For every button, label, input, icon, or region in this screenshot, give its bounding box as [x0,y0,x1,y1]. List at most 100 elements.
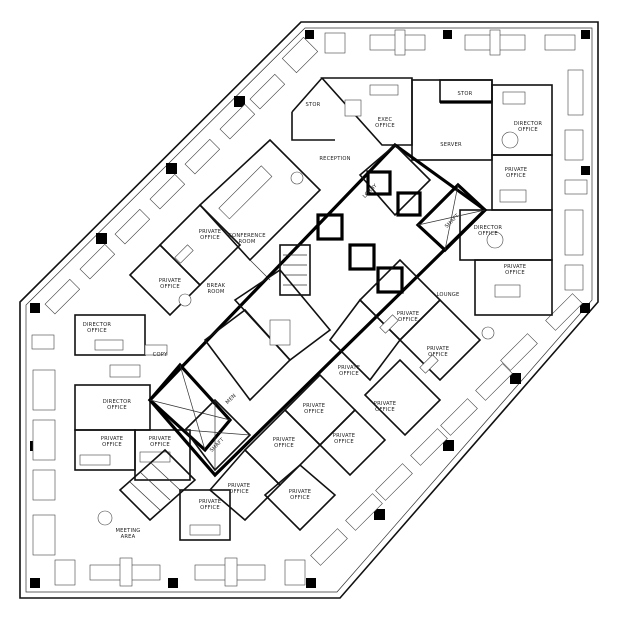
column [168,578,178,588]
desk [174,244,194,264]
center-right-offices [328,258,482,437]
left-upper-rooms [128,138,322,317]
column [30,303,40,313]
workstation [564,264,584,291]
workstation [44,278,81,315]
workstation [500,333,538,371]
workstations-left [31,334,56,556]
column [443,30,452,39]
workstation [564,179,588,195]
label-lobby: LOBBY [362,182,379,199]
desk [494,284,521,298]
workstation [345,493,383,531]
structural-columns [30,30,590,588]
workstation [32,419,56,461]
workstations-upper-left-diagonal [44,36,319,315]
workstation [564,209,584,256]
workstation [224,557,238,587]
copier [144,344,168,356]
private-office-c3-room [328,298,402,382]
private-office-b-room [128,243,202,317]
desk [79,454,111,466]
private-office-c1-room [358,258,442,342]
label-stor-left: STOR [306,102,321,108]
label-reception: RECEPTION [319,156,350,162]
reception-seat [290,171,304,185]
workstation [310,528,348,566]
workstation [79,243,116,280]
workstation [475,363,513,401]
label-men: MEN [225,393,238,406]
workstation [54,559,76,586]
stor-left-wall [291,112,335,141]
desk [94,339,124,351]
private-office-c8-room [208,448,282,522]
workstation [32,514,56,556]
workstation [545,293,583,331]
label-shaft-bottom: SHAFT [209,436,226,453]
workstation [284,559,306,586]
label-copy: COPY [153,352,168,358]
elevator [348,243,376,271]
center-bottom-offices [97,171,495,541]
workstation [32,369,56,411]
column [305,30,314,39]
shaft-x [149,399,231,421]
shaft-x [444,184,459,251]
meeting-table [97,510,113,526]
stair-tread [129,481,161,511]
column [234,96,245,107]
private-office-c10-room [179,489,231,541]
left-interior-offices [74,314,191,481]
workstation [375,463,413,501]
workstation [394,29,406,56]
building-envelope [19,21,599,599]
workstation [489,29,501,56]
desk [109,364,141,378]
column [166,163,177,174]
table [344,99,362,117]
column [30,578,40,588]
building-core [118,142,488,522]
column [581,166,590,175]
round-table [501,131,519,149]
workstation [149,173,186,210]
workstation [32,469,56,501]
restroom-men [203,308,292,402]
label-stor-right: STOR [458,91,473,97]
table [178,293,192,307]
round-table [486,231,504,249]
desk [499,189,527,203]
workstation [114,208,151,245]
workstation [281,36,319,74]
stair-tread [149,461,181,491]
label-server: SERVER [440,142,462,148]
elevator [366,170,392,196]
workstations-lower-right-diagonal [310,293,583,566]
exec-office-room [320,77,413,146]
server-room [411,79,493,161]
workstation [440,398,478,436]
desk [139,451,171,463]
workstations-top [324,29,576,56]
workstation [219,103,256,140]
conference-room [198,138,322,262]
elevator [316,213,344,241]
label-lounge: LOUNGE [437,292,460,298]
